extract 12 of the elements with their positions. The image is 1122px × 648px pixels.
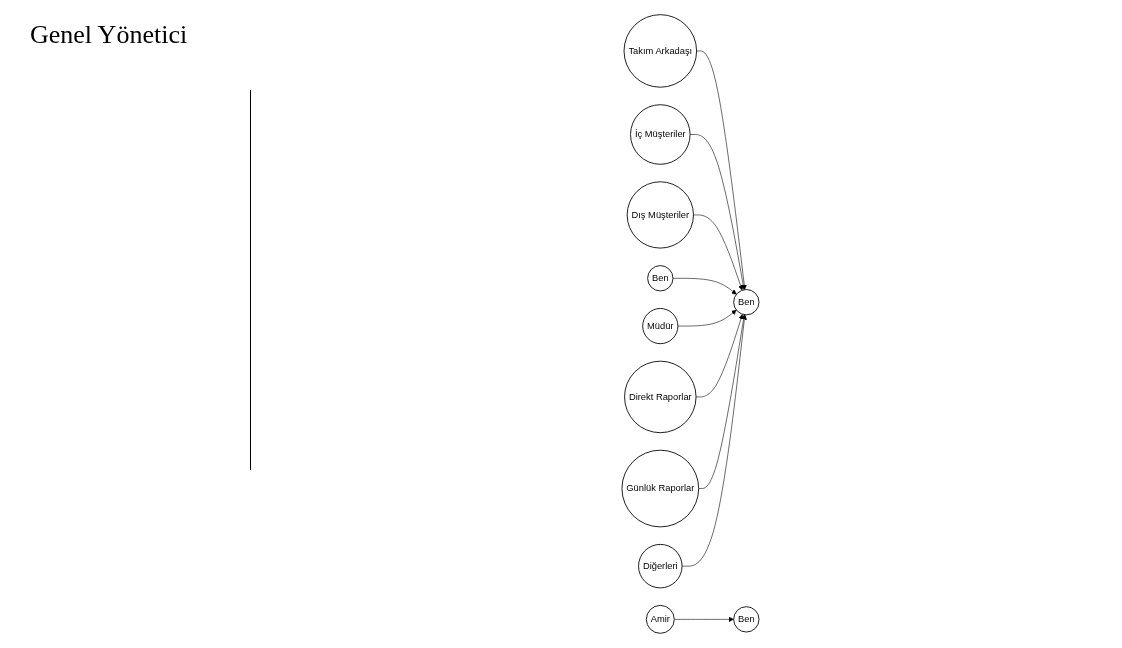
heading-text: Genel Yönetici <box>30 20 188 50</box>
node-circle: Ben <box>646 265 673 292</box>
node-circle: Amir <box>645 604 675 634</box>
node-circle: Müdür <box>641 308 678 345</box>
node-circle: Direkt Raporlar <box>623 360 696 434</box>
node-circle: Günlük Raporlar <box>621 449 699 528</box>
node-circle: Ben <box>732 289 759 316</box>
node-circle: Diğerleri <box>637 543 682 589</box>
node-circle: İç Müşteriler <box>629 104 691 165</box>
node-circle: Takım Arkadaşı <box>623 14 697 88</box>
node-circle: Ben <box>732 606 759 633</box>
node-circle: Dış Müşteriler <box>626 181 694 249</box>
